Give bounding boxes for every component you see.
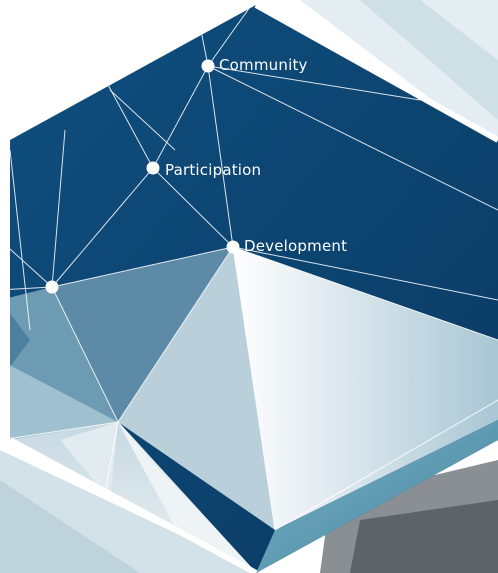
participation-label: Participation	[165, 161, 262, 179]
network-node-dot	[45, 280, 59, 294]
community-label: Community	[219, 56, 308, 74]
hexagon-frame	[8, 2, 498, 573]
participation-node-dot	[146, 161, 160, 175]
community-node-dot	[201, 59, 215, 73]
development-label: Development	[244, 237, 348, 255]
development-node-dot	[226, 240, 240, 254]
